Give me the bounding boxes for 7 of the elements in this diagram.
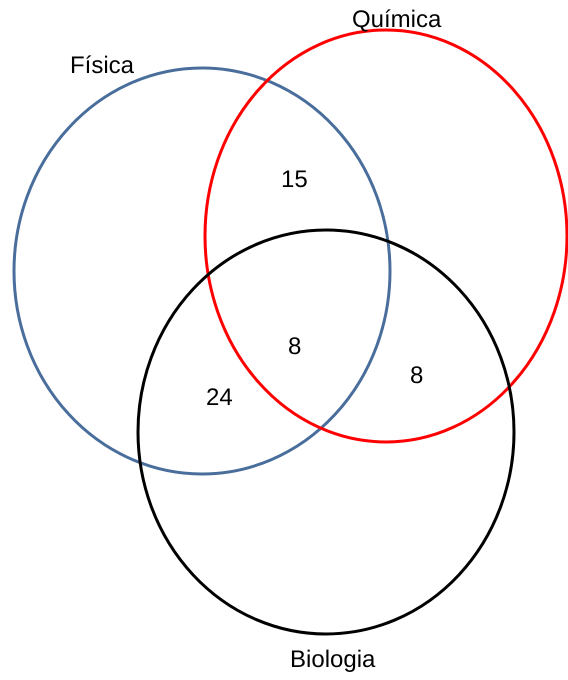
- set-label: Biologia: [290, 648, 376, 672]
- set-label: Química: [352, 8, 442, 32]
- set-label: Física: [70, 54, 134, 78]
- region-count: 8: [410, 364, 424, 388]
- region-count: 24: [206, 386, 233, 410]
- region-count: 8: [288, 335, 302, 359]
- region-count: 15: [281, 168, 308, 192]
